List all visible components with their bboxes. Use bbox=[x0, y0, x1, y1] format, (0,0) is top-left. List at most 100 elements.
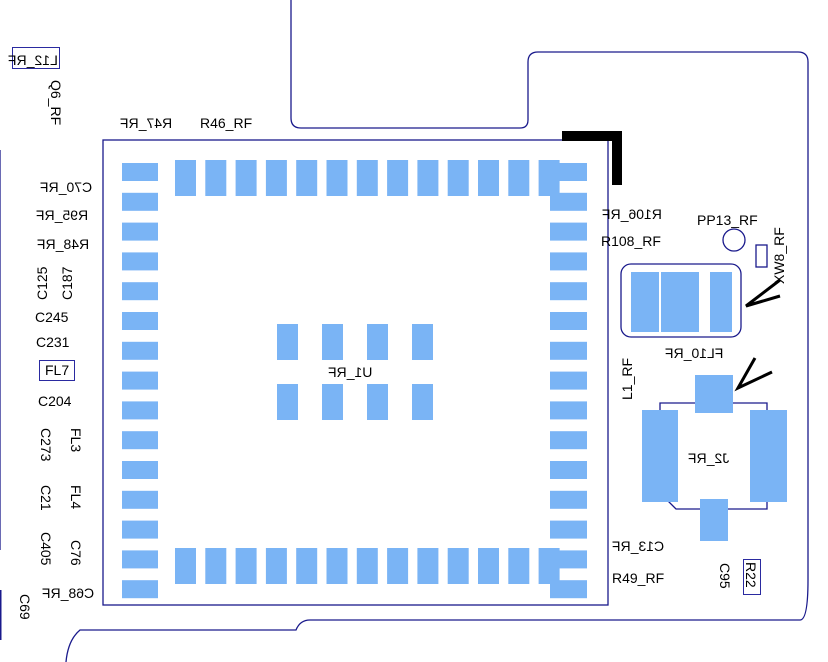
label-c68: C68_RF bbox=[42, 585, 95, 601]
u1-pad-bottom bbox=[387, 548, 409, 584]
u1-pad-right bbox=[550, 520, 587, 539]
u1-pad-top bbox=[205, 160, 227, 196]
u1-pad-top bbox=[508, 160, 530, 196]
fl7-outline bbox=[39, 360, 75, 381]
u1-pad-left bbox=[122, 520, 158, 539]
u1-pad-right bbox=[550, 222, 587, 241]
u1-pad-bottom bbox=[356, 548, 378, 584]
label-pp13: PP13_RF bbox=[697, 212, 758, 228]
u1-pad-right bbox=[550, 580, 587, 599]
u1-pad-left bbox=[122, 580, 158, 599]
label-l1: L1_RF bbox=[619, 357, 635, 400]
u1-pad-bottom bbox=[478, 548, 499, 584]
u1-pad-right bbox=[550, 490, 587, 509]
label-c273: C273 bbox=[38, 428, 54, 462]
j2-pad bbox=[700, 499, 728, 541]
u1-pad-top bbox=[326, 160, 348, 196]
label-c231: C231 bbox=[36, 334, 70, 350]
label-c95: C95 bbox=[717, 563, 733, 589]
u1-pad-right bbox=[550, 163, 587, 181]
u1-pad-top bbox=[296, 160, 318, 196]
u1-pad-right bbox=[550, 550, 587, 569]
u1-pad-right bbox=[550, 252, 587, 271]
label-c245: C245 bbox=[35, 309, 69, 325]
u1-pad-top bbox=[478, 160, 499, 196]
u1-pad-right bbox=[550, 282, 587, 301]
u1-pad-left bbox=[122, 252, 158, 271]
u1-pad-right bbox=[550, 341, 587, 360]
label-c204: C204 bbox=[38, 393, 72, 409]
u1-pad-left bbox=[122, 550, 158, 569]
fl10-pin1-marker bbox=[745, 278, 781, 308]
label-c187: C187 bbox=[59, 266, 75, 300]
j2-pad bbox=[750, 410, 787, 502]
label-r46: R46_RF bbox=[200, 115, 253, 131]
u1-pad-top bbox=[235, 160, 257, 196]
l12-outline bbox=[12, 47, 60, 69]
label-c21: C21 bbox=[38, 485, 54, 511]
u1-pad-left bbox=[122, 222, 158, 241]
u1-pad-left bbox=[122, 192, 158, 211]
label-c69: C69 bbox=[17, 594, 33, 620]
label-l12: L12_RF bbox=[8, 52, 58, 68]
u1-pad-bottom bbox=[265, 548, 287, 584]
label-r47: R47_RF bbox=[120, 115, 173, 131]
u1-pad-bottom bbox=[508, 548, 530, 584]
u1-center-pad bbox=[322, 384, 343, 420]
u1-pad-left bbox=[122, 461, 158, 479]
u1-pad-top bbox=[356, 160, 378, 196]
u1-pad-right bbox=[550, 312, 587, 330]
label-q6: Q6_RF bbox=[48, 80, 64, 126]
u1-pad-left bbox=[122, 163, 158, 181]
u1-pad-right bbox=[550, 461, 587, 479]
u1-center-pad bbox=[412, 324, 433, 360]
fl10-pad bbox=[661, 272, 699, 332]
u1-center-pad bbox=[277, 324, 298, 360]
u1-pad-right bbox=[550, 371, 587, 390]
u1-center-pad bbox=[277, 384, 298, 420]
u1-pad-top bbox=[175, 160, 196, 196]
u1-pad-bottom bbox=[235, 548, 257, 584]
label-r95: R95_RF bbox=[36, 207, 89, 223]
label-fl7: FL7 bbox=[45, 362, 70, 378]
u1-center-pad bbox=[322, 324, 343, 360]
j2-pad bbox=[642, 410, 678, 502]
u1-pad-right bbox=[550, 401, 587, 420]
label-u1: U1_RF bbox=[328, 364, 373, 380]
label-fl3: FL3 bbox=[68, 428, 84, 453]
u1-pad-left bbox=[122, 341, 158, 360]
corner-marker bbox=[562, 131, 622, 185]
fl10-pad bbox=[631, 272, 659, 332]
u1-pad-left bbox=[122, 431, 158, 450]
u1-pad-bottom bbox=[326, 548, 348, 584]
fl10-pad bbox=[710, 272, 732, 332]
u1-pad-right bbox=[550, 192, 587, 211]
label-r108: R108_RF bbox=[601, 233, 661, 249]
u1-pad-bottom bbox=[447, 548, 469, 584]
u1-pad-right bbox=[550, 431, 587, 450]
u1-pad-bottom bbox=[175, 548, 196, 584]
u1-pad-top bbox=[387, 160, 409, 196]
u1-pad-top bbox=[447, 160, 469, 196]
label-r48: R48_RF bbox=[37, 236, 90, 252]
pp13-testpoint bbox=[722, 228, 746, 252]
r22-outline bbox=[743, 559, 761, 595]
label-c76: C76 bbox=[68, 540, 84, 566]
u1-pad-top bbox=[265, 160, 287, 196]
label-j2: J2_RF bbox=[688, 450, 730, 466]
u1-pad-bottom bbox=[296, 548, 318, 584]
label-c405: C405 bbox=[38, 532, 54, 566]
u1-pad-left bbox=[122, 312, 158, 330]
label-c13: C13_RF bbox=[612, 538, 665, 554]
u1-pad-bottom bbox=[205, 548, 227, 584]
u1-pad-left bbox=[122, 282, 158, 301]
u1-outline bbox=[102, 139, 609, 606]
label-c125: C125 bbox=[34, 266, 50, 300]
board-outline-top bbox=[65, 0, 809, 662]
u1-center-pad bbox=[367, 324, 388, 360]
label-r22: R22 bbox=[743, 562, 759, 588]
u1-center-pad bbox=[367, 384, 388, 420]
u1-pad-bottom bbox=[417, 548, 439, 584]
